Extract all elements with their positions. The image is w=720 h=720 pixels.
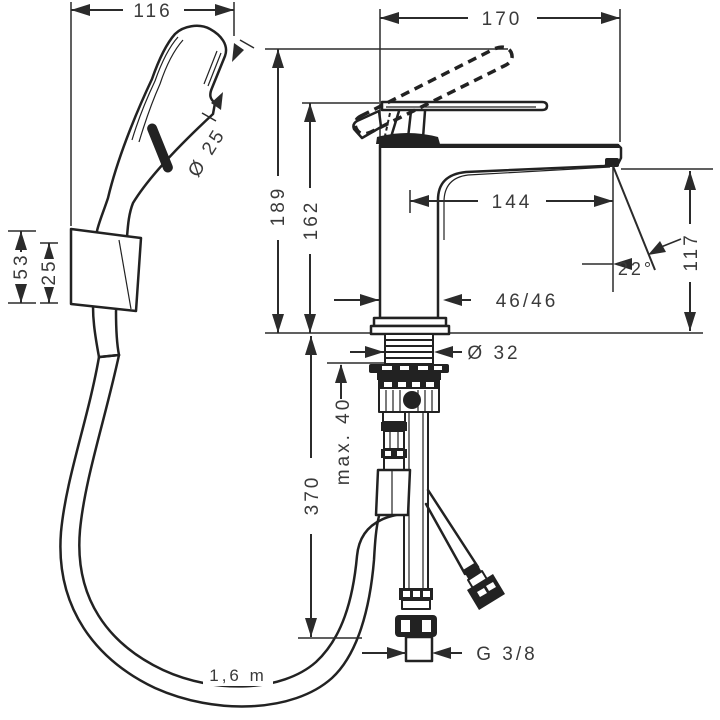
dim-144-label: 144 [492,192,533,213]
hose-connector-body [374,468,412,517]
supply-nut-slot-2 [422,620,431,632]
arrow-53-bottom [15,284,27,303]
dim-189-label: 189 [268,186,289,227]
reference-lines [70,2,703,334]
supply-collar [401,599,431,610]
hose-label-bg [203,664,273,686]
hose-fitting-band-1 [381,422,407,431]
dim-46-label: 46/46 [496,291,559,312]
thread-hatch [386,339,432,359]
hand-shower-group [59,24,398,708]
dim-162-label: 162 [301,200,322,241]
dim-116-label: 116 [133,1,172,22]
arrow-22-horizontal [613,258,632,270]
fitting-slot-1 [385,451,391,456]
dim-dia32-label: Ø 32 [467,343,520,364]
pivot-strut-3 [421,109,427,140]
flange-slots [382,366,442,370]
supply-nut-slot-1 [401,620,410,632]
nut-band-slots [384,382,434,387]
lever-open-position-dashed [353,45,514,136]
head-side-line-2 [138,39,184,143]
head-face-line-1 [207,52,222,87]
head-side-line-1 [131,36,179,141]
arrow-max40 [335,364,347,383]
arrow-46-right [443,294,462,306]
shower-hose-outer [59,355,381,708]
wall-bracket [69,227,143,313]
arrow-g38-right [432,647,451,659]
arrow-162-bottom [304,314,316,333]
arrow-53-top [15,231,27,250]
arrow-189-bottom [272,314,284,333]
arrow-117-top [684,171,696,190]
hose-fitting-band-2 [381,449,407,458]
arrow-370-bottom [305,618,317,637]
supply-hose-2-edge-1 [426,488,480,569]
hose-fitting-top [382,411,406,423]
lever-handle [380,100,549,112]
arrow-22-angled [648,241,666,255]
dim-g38-label: G 3/8 [476,644,537,665]
faucet-body [378,143,623,320]
dim-170-label: 170 [482,9,523,30]
fitting-slot-2 [397,451,403,456]
arrow-162-top [304,103,316,122]
dim-max40-label: max. 40 [333,397,354,486]
arrow-144-right [594,195,613,207]
handle-joint-line [98,353,121,359]
arrow-370-top [305,336,317,355]
arrow-25-top [44,243,54,259]
arrow-g38-left [387,647,406,659]
bracket-inner-line [118,239,132,310]
threaded-shank [384,333,434,365]
hose-fitting-low [383,457,405,471]
dimensions-group: 116 170 189 162 144 22° 1 [8,1,713,686]
dim-117-label: 117 [681,232,702,271]
dim-25-label: 25 [39,258,60,285]
hose2-nut-slot-2 [486,582,496,591]
arrow-dia25-bottom [211,92,223,110]
angle-22-line [612,165,656,271]
supply-band-slots [403,591,430,597]
pivot-strut-dashed [384,112,391,137]
arrow-32-left [365,346,384,358]
shower-button [147,123,173,173]
arrow-144-left [410,195,429,207]
arrow-dia25-top [232,43,244,62]
flange-lower [377,373,441,380]
pivot-strut-1 [389,109,401,139]
arrow-25-bottom [44,287,54,303]
hand-shower-body [91,24,228,359]
head-face-line-2 [203,50,218,85]
arrow-170-left [380,12,399,24]
aerator [605,158,619,167]
pivot-base [376,133,440,144]
dim-22deg-label: 22° [618,259,654,279]
supply-hose-2-edge-2 [424,502,467,576]
arrow-116-right [215,4,234,16]
dim-370-label: 370 [302,475,323,516]
thread-pipe-g38 [404,635,434,663]
arrow-170-right [601,12,620,24]
shower-hose-inner [78,353,398,688]
arrow-116-left [71,4,90,16]
nut-top-band [379,380,439,389]
dim-53-label: 53 [11,252,32,279]
hose-length-label: 1,6 m [209,666,267,685]
hose-fitting-mid [383,430,405,450]
hose2-nut-slot-1 [477,588,487,597]
arrow-189-top [272,49,284,68]
faucet-group [352,45,623,663]
nut-center-detail [403,391,421,409]
arrow-32-right [434,346,453,358]
base-plate-lower [369,324,451,336]
arrow-117-bottom [684,312,696,331]
arrow-46-left [360,294,379,306]
